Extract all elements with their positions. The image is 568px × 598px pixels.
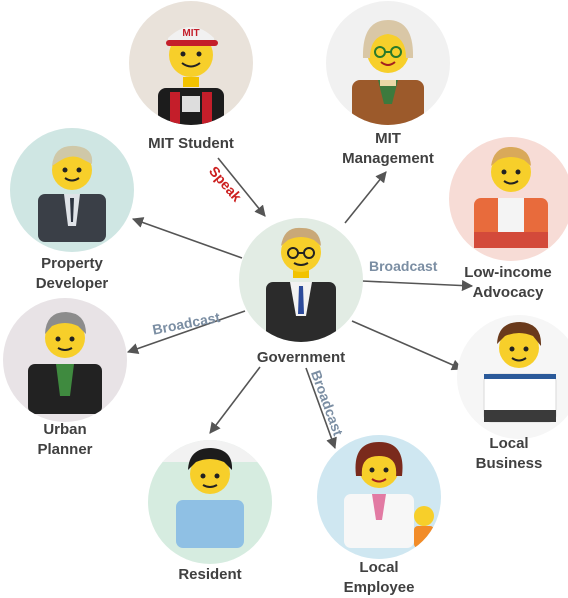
node-resident bbox=[148, 440, 272, 564]
label-mit-student: MIT Student bbox=[131, 134, 251, 154]
arrow-government-to-local-employee bbox=[305, 367, 337, 450]
node-mit-management bbox=[326, 1, 450, 125]
label-local-employee: Local Employee bbox=[319, 558, 439, 598]
node-low-income-advocacy bbox=[449, 137, 568, 261]
lego-developer-avatar bbox=[38, 145, 106, 242]
label-local-employee-line1: Local bbox=[359, 559, 399, 576]
node-government bbox=[239, 218, 363, 342]
label-property-developer-line1: Property bbox=[41, 255, 103, 272]
lego-student-avatar: MIT bbox=[158, 27, 224, 125]
label-local-business: Local Business bbox=[459, 434, 559, 474]
label-property-developer: Property Developer bbox=[12, 254, 132, 294]
label-urban-planner-line2: Planner bbox=[37, 441, 93, 458]
label-local-employee-line2: Employee bbox=[343, 579, 415, 596]
label-urban-planner: Urban Planner bbox=[5, 420, 125, 460]
lego-advocate-avatar bbox=[474, 146, 548, 248]
label-government-text: Government bbox=[256, 349, 346, 366]
label-resident: Resident bbox=[150, 565, 270, 585]
label-low-income-advocacy-line1: Low-income bbox=[464, 264, 552, 281]
arrow-student-to-government bbox=[217, 157, 266, 217]
arrow-government-to-local-business bbox=[351, 320, 464, 371]
label-government: Government bbox=[241, 348, 361, 368]
lego-planner-avatar bbox=[28, 312, 102, 414]
node-mit-student: MIT bbox=[129, 1, 253, 125]
node-urban-planner bbox=[3, 298, 127, 422]
label-mit-student-text: MIT Student bbox=[148, 135, 234, 152]
lego-employee-avatar bbox=[344, 442, 434, 548]
arrow-government-to-low-income-advocacy bbox=[361, 279, 474, 292]
edges bbox=[126, 157, 474, 450]
edge-label-broadcast-right: Broadcast bbox=[369, 258, 438, 274]
node-local-employee bbox=[317, 435, 441, 559]
label-urban-planner-line1: Urban bbox=[43, 421, 87, 438]
label-local-business-line2: Business bbox=[475, 455, 543, 472]
label-resident-text: Resident bbox=[178, 566, 242, 583]
arrow-government-to-mit-management bbox=[344, 171, 387, 224]
label-mit-management-line2: Management bbox=[342, 150, 434, 167]
lego-business-avatar bbox=[483, 322, 557, 423]
node-property-developer bbox=[10, 128, 134, 252]
label-low-income-advocacy: Low-income Advocacy bbox=[451, 263, 565, 303]
lego-manager-avatar bbox=[352, 20, 424, 125]
node-local-business bbox=[457, 315, 568, 439]
label-local-business-line1: Local bbox=[489, 435, 529, 452]
arrow-government-to-property-developer bbox=[131, 217, 243, 259]
svg-text:MIT: MIT bbox=[182, 28, 199, 39]
label-low-income-advocacy-line2: Advocacy bbox=[472, 284, 544, 301]
label-mit-management: MIT Management bbox=[328, 129, 448, 169]
lego-government-avatar bbox=[266, 227, 336, 342]
label-property-developer-line2: Developer bbox=[35, 275, 109, 292]
label-mit-management-line1: MIT bbox=[375, 130, 401, 147]
arrow-government-to-resident bbox=[209, 366, 261, 434]
arrow-government-to-urban-planner bbox=[126, 310, 246, 354]
